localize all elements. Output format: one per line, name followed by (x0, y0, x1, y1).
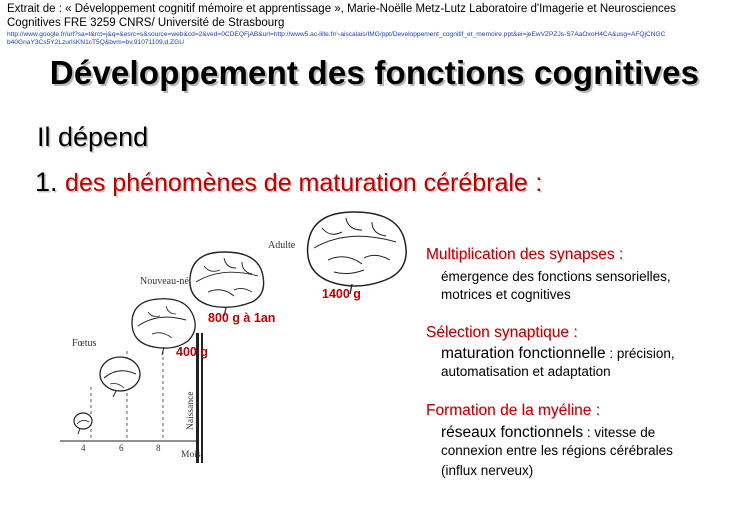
label-foetus: Fœtus (72, 338, 97, 349)
text-myeline-emph: réseaux fonctionnels (441, 424, 584, 441)
heading-synapses-text: Multiplication des synapses (426, 246, 615, 263)
tick-label-4: 4 (81, 443, 86, 453)
source-url-line2[interactable]: b40GnaY3Cs5Y2LzurlsKN1cT5Q&bvm=bv.910711… (7, 39, 184, 46)
tick-label-8: 8 (156, 443, 161, 453)
label-mois: Mois (181, 450, 201, 460)
point-number: 1. (35, 167, 58, 197)
brain-foetus-large (131, 298, 196, 356)
heading-myeline-colon: : (595, 402, 601, 419)
source-citation-line1: Extrait de : « Développement cognitif mé… (7, 3, 676, 15)
weight-800g: 800 g à 1an (208, 311, 275, 325)
label-naissance: Naissance (186, 391, 196, 430)
brain-foetus-small (73, 412, 93, 435)
source-url[interactable]: http://www.google.fr/url?sa=t&rct=j&q=&e… (7, 31, 747, 47)
heading-selection-colon: : (573, 324, 578, 341)
text-myeline-line2: connexion entre les régions cérébrales (441, 443, 673, 458)
weight-400g: 400 g (176, 345, 208, 359)
text-selection-emph: maturation fonctionnelle (441, 345, 606, 362)
heading-myeline-text: Formation de la myéline (426, 402, 592, 419)
point-1: 1. des phénomènes de maturation cérébral… (35, 167, 542, 198)
point-colon: : (535, 169, 543, 197)
brain-development-figure: Adulte Nouveau-né Fœtus Naissance Mois 4… (60, 211, 407, 463)
text-selection-line1: maturation fonctionnelle : précision, (441, 345, 675, 363)
birth-bar (196, 333, 199, 463)
source-citation-line2: Cognitives FRE 3259 CNRS/ Université de … (7, 17, 285, 29)
text-myeline-line3: (influx nerveux) (441, 463, 534, 478)
slide-subtitle: Il dépend (37, 122, 149, 152)
label-nouveau-ne: Nouveau-né (140, 276, 189, 287)
heading-synapses: Multiplication des synapses : (426, 246, 623, 264)
heading-myeline: Formation de la myéline : (426, 402, 600, 420)
label-adulte: Adulte (268, 240, 296, 251)
text-myeline-line1: réseaux fonctionnels : vitesse de (441, 424, 655, 442)
text-selection-rest: : précision, (605, 346, 675, 361)
brain-newborn (189, 251, 265, 317)
heading-selection-text: Sélection synaptique (426, 324, 570, 341)
heading-selection: Sélection synaptique : (426, 324, 578, 342)
text-selection-line2: automatisation et adaptation (441, 364, 611, 379)
weight-1400g: 1400 g (322, 287, 361, 301)
slide-title: Développement des fonctions cognitives (49, 54, 700, 91)
text-synapses-line2: motrices et cognitives (441, 287, 571, 302)
tick-label-6: 6 (119, 443, 124, 453)
source-url-line1[interactable]: http://www.google.fr/url?sa=t&rct=j&q=&e… (7, 31, 666, 38)
brain-foetus-medium (99, 356, 141, 398)
point-text: des phénomènes de maturation cérébrale (65, 169, 528, 197)
brain-adult (306, 211, 407, 295)
text-synapses-line1: émergence des fonctions sensorielles, (441, 269, 671, 284)
text-myeline-rest: : vitesse de (583, 425, 656, 440)
heading-synapses-colon: : (619, 246, 624, 263)
